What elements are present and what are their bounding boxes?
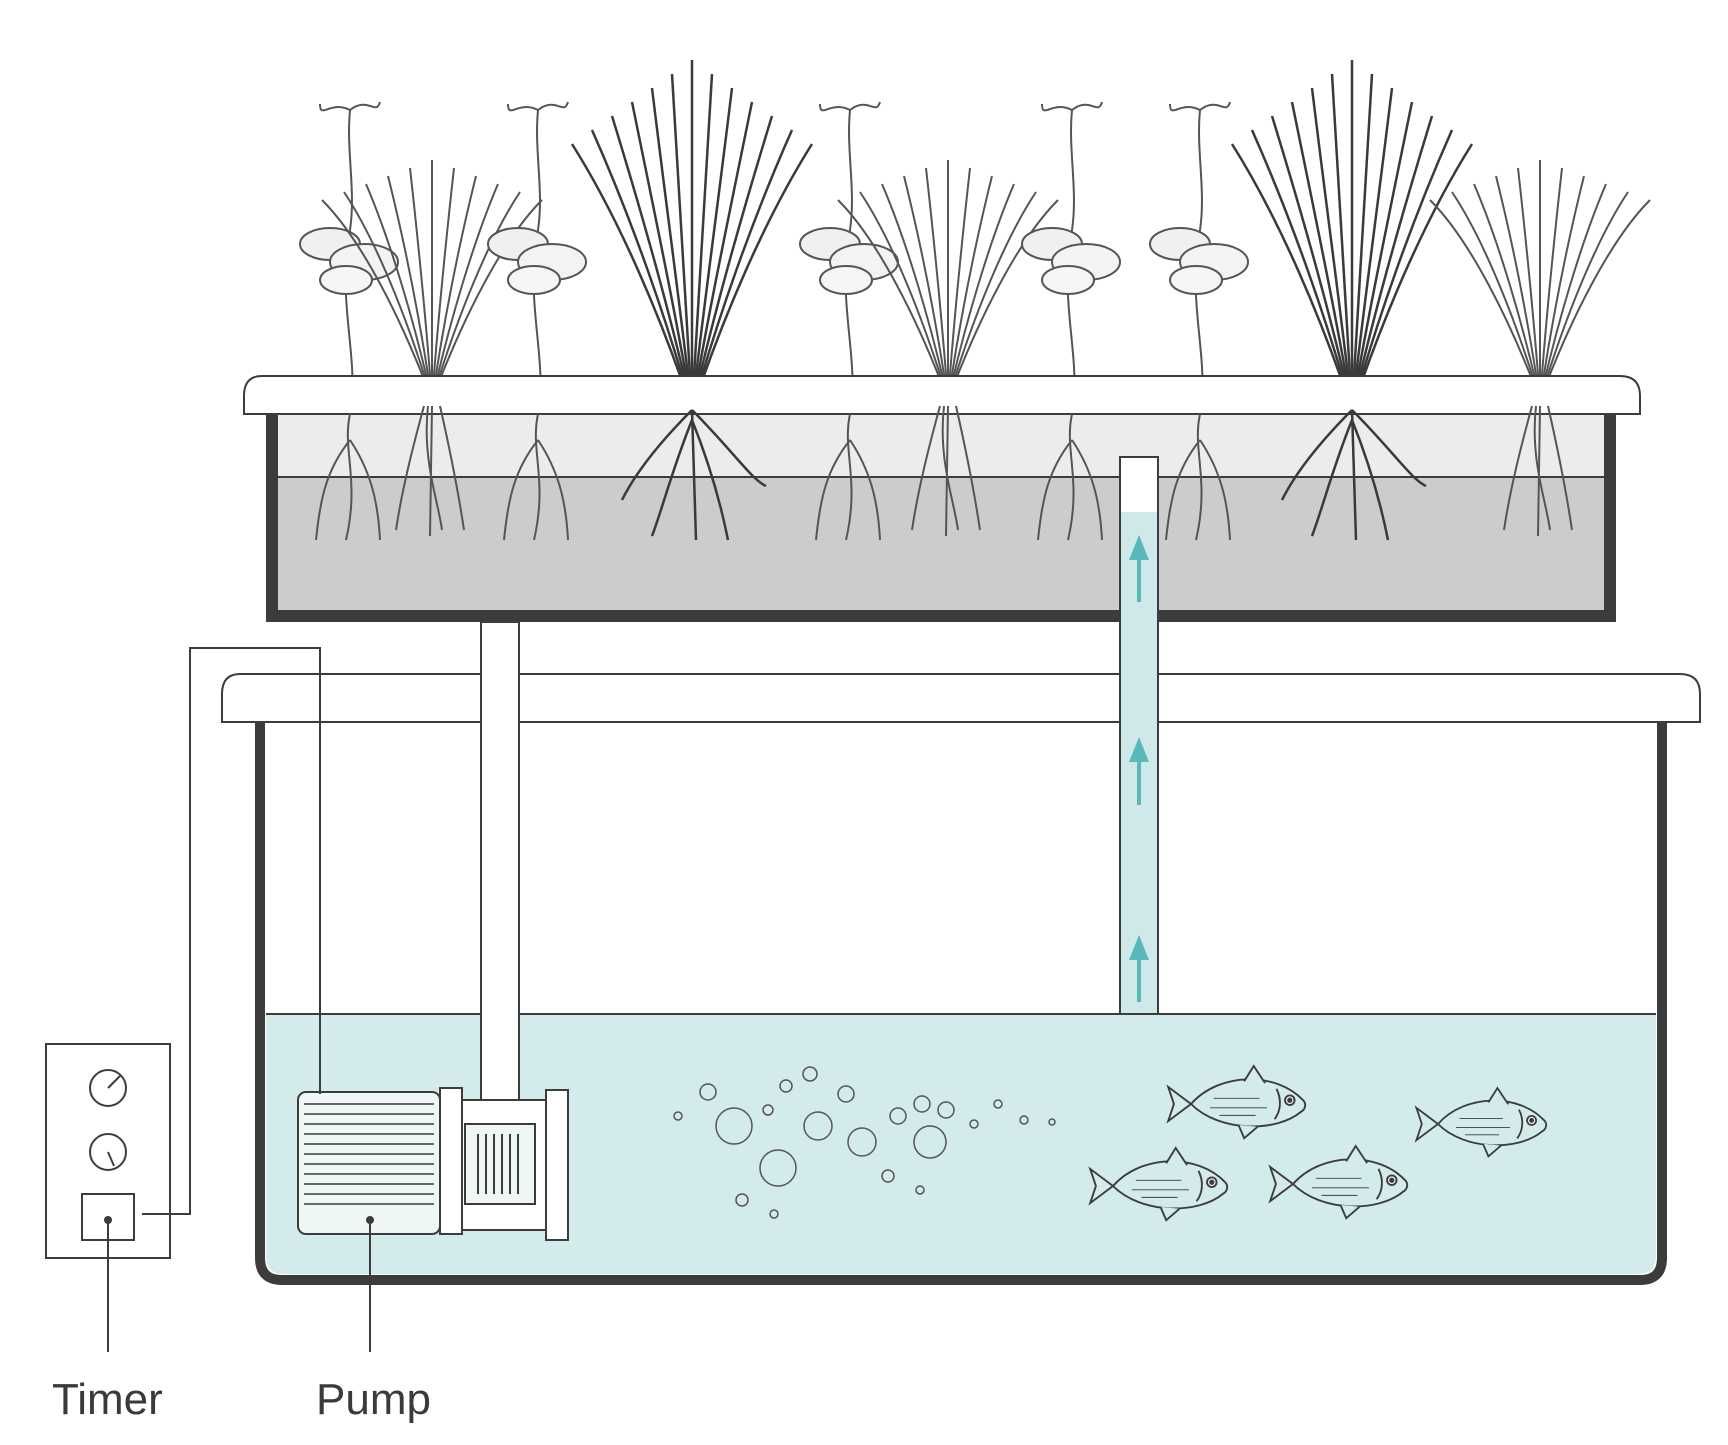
reservoir-rim <box>222 674 1700 722</box>
plant-icon <box>572 60 812 410</box>
plant-icon <box>1150 102 1248 412</box>
grow-bed <box>244 376 1640 622</box>
plant-icon <box>488 102 586 412</box>
plants-group <box>300 60 1650 412</box>
plant-icon <box>1430 160 1650 406</box>
dial-icon <box>90 1134 126 1170</box>
grow-bed-water <box>278 477 1604 610</box>
dial-icon <box>90 1070 126 1106</box>
grow-bed-rim <box>244 376 1640 414</box>
pump-impeller-housing <box>465 1124 535 1204</box>
plant-icon <box>800 102 898 412</box>
return-pipe <box>481 622 519 1118</box>
timer-label: Timer <box>52 1375 163 1424</box>
plant-icon <box>1022 102 1120 412</box>
pump <box>298 1088 568 1240</box>
pump-label: Pump <box>316 1375 431 1424</box>
plant-icon <box>300 102 398 412</box>
plant-icon <box>1232 60 1472 410</box>
